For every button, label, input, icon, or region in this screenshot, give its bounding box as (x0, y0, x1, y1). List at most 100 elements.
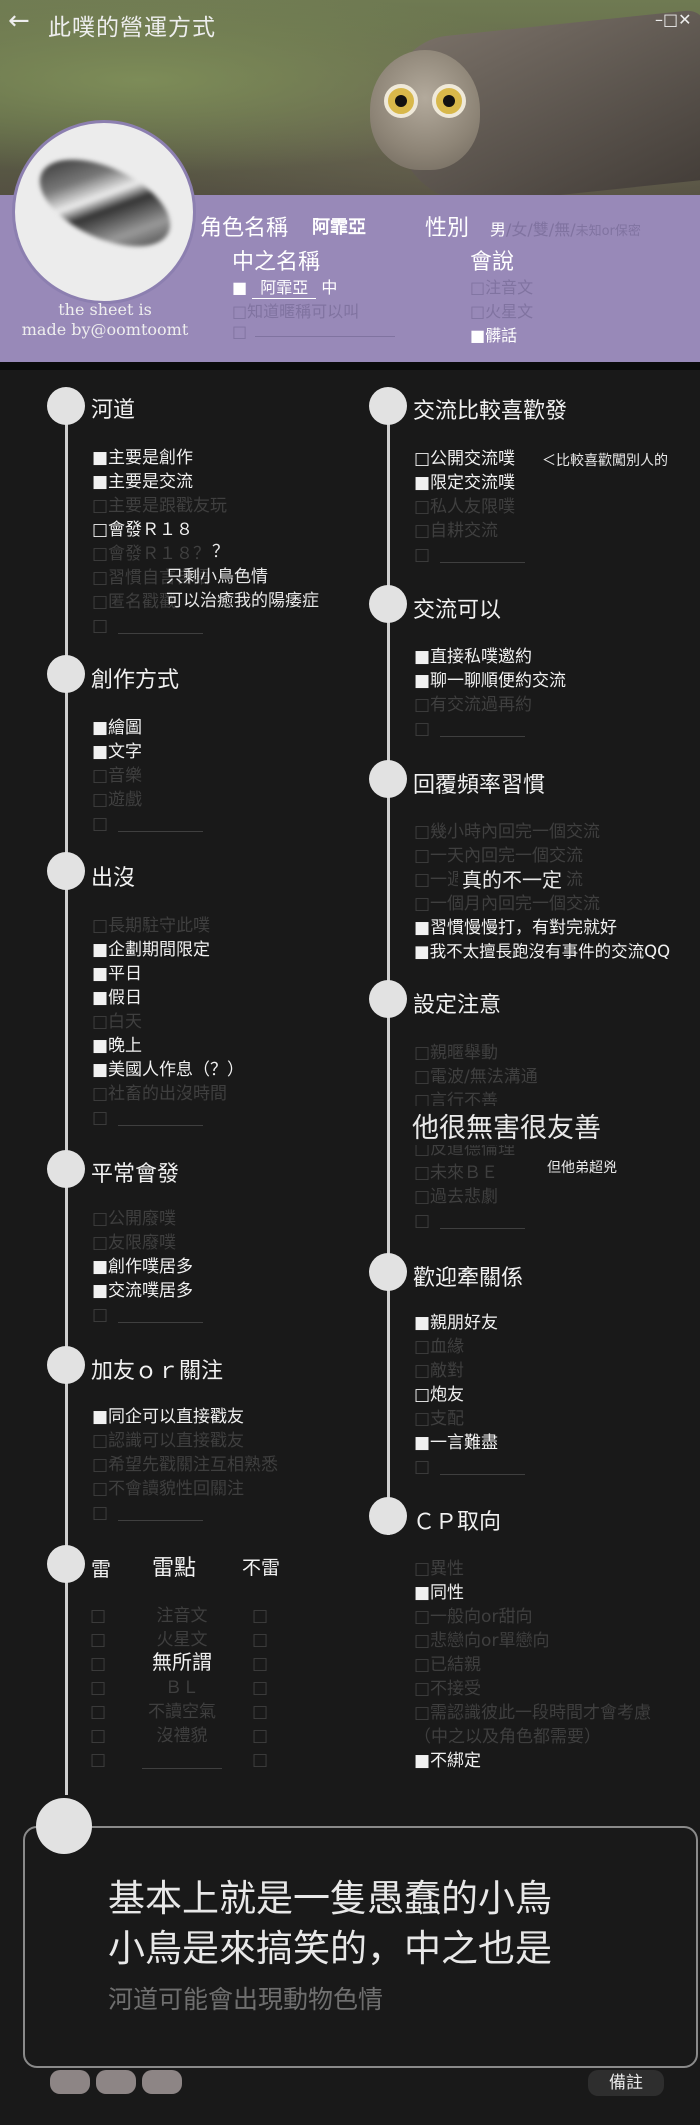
credit-line: the sheet is (58, 300, 152, 319)
section-dot (369, 1497, 407, 1535)
option-item: □一天內回完一個交流 (414, 846, 584, 866)
option-item: □希望先戳關注互相熟悉 (92, 1455, 279, 1475)
option-item: □自耕交流 (414, 521, 499, 541)
section-dot (47, 852, 85, 890)
option-item: ■我不太擅長跑沒有事件的交流QQ (414, 942, 671, 961)
speaks-option: □注音文 (470, 278, 534, 297)
option-item: ■同企可以直接戳友 (92, 1407, 245, 1427)
section-title-friend: 加友ｏｒ關注 (91, 1359, 224, 1384)
option-item: □電波/無法溝通 (414, 1067, 538, 1087)
thunder-row: 注音文 (156, 1606, 208, 1626)
option-item: （中之以及角色都需要） (414, 1727, 601, 1747)
role-name-value: 阿霏亞 (312, 217, 366, 238)
window-controls-icon[interactable]: –□✕ (655, 10, 692, 29)
credit-text: the sheet is made by@oomtoomt (10, 300, 200, 340)
option-item: □炮友 (414, 1385, 465, 1405)
section-dot (47, 1346, 85, 1384)
option-item: □公開廢噗 (92, 1209, 177, 1229)
tab-pill[interactable] (96, 2070, 136, 2094)
option-item: □ (92, 1501, 204, 1525)
option-item: ■限定交流噗 (414, 473, 516, 493)
section-dot (369, 585, 407, 623)
speaks-option: □火星文 (470, 302, 534, 321)
remark-line-faint: 河道可能會出現動物色情 (108, 1985, 384, 2014)
option-item: □支配 (414, 1409, 465, 1429)
inner-name-row: ■ 阿霏亞 中 (232, 274, 337, 299)
option-item: □ (414, 1455, 526, 1479)
avatar (12, 120, 196, 304)
option-item: ■文字 (92, 742, 143, 762)
option-item: □一個月內回完一個交流 (414, 894, 601, 914)
option-item: □不會讀貌性回關注 (92, 1479, 245, 1499)
divider (0, 362, 700, 370)
owl-image (370, 50, 480, 170)
page-title: 此噗的營運方式 (48, 15, 216, 41)
option-item: □ (414, 717, 526, 741)
option-item: □音樂 (92, 766, 143, 786)
option-item: ■不綁定 (414, 1751, 482, 1771)
section-title-thunder: 雷 (91, 1557, 111, 1581)
option-item: ■創作噗居多 (92, 1257, 194, 1277)
section-title-heyao: 河道 (91, 398, 136, 423)
inner-name-suffix: 中 (321, 278, 338, 297)
section-dot (47, 1150, 85, 1188)
gender-other: /女/雙/無/ (506, 220, 576, 239)
section-dot (36, 1798, 92, 1854)
option-item: ■主要是交流 (92, 472, 194, 492)
option-item: □需認識彼此一段時間才會考慮 (414, 1703, 652, 1723)
back-arrow-icon[interactable]: ← (8, 6, 30, 36)
option-item: ■同性 (414, 1583, 465, 1603)
inner-name-option: □ (232, 322, 396, 341)
option-item: □異性 (414, 1559, 465, 1579)
note-text: ？ (212, 542, 229, 562)
option-item: ■美國人作息（？） (92, 1060, 245, 1080)
option-item: □認識可以直接戳友 (92, 1431, 245, 1451)
option-item: □ (92, 812, 204, 836)
gender-options: 男/女/雙/無/未知or保密 (490, 216, 641, 240)
overlay-note: 真的不一定 (458, 864, 566, 893)
option-item: □ (92, 1303, 204, 1327)
option-item: ■假日 (92, 988, 143, 1008)
option-item: □親暱舉動 (414, 1043, 499, 1063)
option-item: □悲戀向or單戀向 (414, 1631, 550, 1651)
tab-pill[interactable] (50, 2070, 90, 2094)
inner-name-value: 阿霏亞 (252, 274, 317, 299)
tab-pill[interactable] (142, 2070, 182, 2094)
note-text: 只剩小鳥色情 (166, 567, 268, 587)
section-dot (47, 1545, 85, 1583)
option-item: □ (414, 1209, 526, 1233)
role-name-label: 角色名稱 (200, 216, 289, 241)
option-item: □私人友限噗 (414, 497, 516, 517)
section-title-appear: 出沒 (91, 866, 136, 891)
option-item: □ (92, 614, 204, 638)
checkbox-checked-icon: ■ (232, 278, 248, 297)
option-item: ■晚上 (92, 1036, 143, 1056)
gender-unknown: 未知or保密 (575, 224, 641, 239)
remarks-box (23, 1826, 698, 2068)
timeline-right (387, 405, 390, 1535)
section-dot (369, 980, 407, 1018)
remark-line: 基本上就是一隻愚蠢的小鳥 (108, 1877, 552, 1920)
section-title-relation: 歡迎牽關係 (413, 1266, 524, 1291)
big-note: 他很無害很友善 (412, 1106, 601, 1145)
memo-button[interactable]: 備註 (588, 2070, 664, 2096)
thunder-row: 沒禮貌 (156, 1726, 208, 1746)
option-item: □主要是跟戳友玩 (92, 496, 228, 516)
thunder-row: ＢＬ (165, 1678, 199, 1698)
inner-name-label: 中之名稱 (232, 250, 321, 275)
side-note: ＜比較喜歡闖別人的 (542, 453, 668, 469)
option-item: □不接受 (414, 1679, 482, 1699)
option-item: ■企劃期間限定 (92, 940, 211, 960)
option-item: □長期駐守此噗 (92, 916, 211, 936)
thunder-row: 不讀空氣 (148, 1702, 216, 1722)
option-item: □一般向or甜向 (414, 1607, 533, 1627)
gender-label: 性別 (425, 216, 470, 241)
option-item: □有交流過再約 (414, 695, 533, 715)
option-item: □幾小時內回完一個交流 (414, 822, 601, 842)
option-item: □已結親 (414, 1655, 482, 1675)
section-title-create: 創作方式 (91, 668, 180, 693)
section-dot (47, 655, 85, 693)
section-dot (47, 387, 85, 425)
option-item: ■平日 (92, 964, 143, 984)
speaks-label: 會說 (470, 250, 515, 275)
